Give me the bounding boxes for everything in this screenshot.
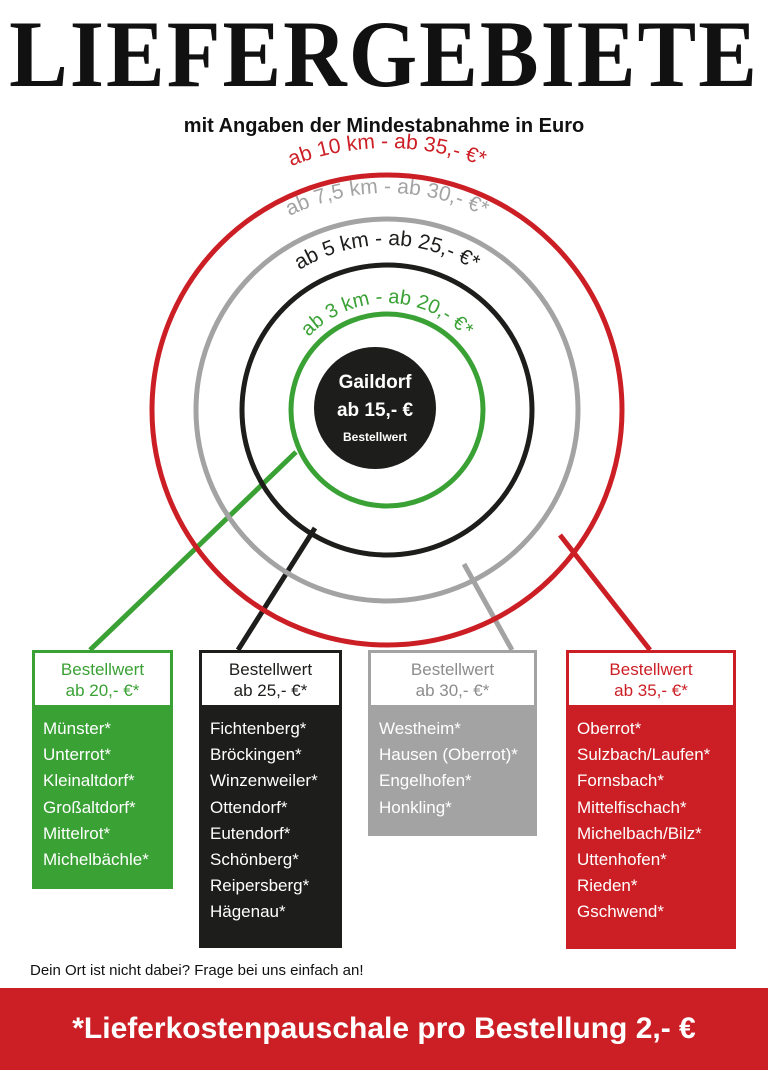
center-disc (314, 347, 436, 469)
list-item: Hausen (Oberrot)* (379, 745, 518, 765)
zone-head-line2: ab 20,- €* (65, 681, 140, 700)
list-item: Fichtenberg* (210, 719, 307, 738)
zone-head-line2: ab 35,- €* (614, 681, 688, 700)
zone-place-list: Oberrot* Sulzbach/Laufen* Fornsbach* Mit… (566, 708, 736, 949)
ring-10km (149, 172, 625, 648)
list-item: Hägenau* (210, 902, 286, 922)
ring-3km (288, 311, 486, 509)
list-item: Ottendorf* (210, 797, 288, 817)
list-item: Winzenweiler* (210, 771, 318, 791)
zone-head-line1: Bestellwert (228, 660, 313, 679)
zone-head-line1: Bestellwert (609, 660, 693, 679)
list-item: Mittelfischach* (577, 797, 687, 817)
zone-head-line1: Bestellwert (60, 660, 145, 679)
list-item: Großaltdorf* (43, 797, 136, 817)
connector-black (235, 526, 318, 652)
list-item: Michelbächle* (43, 849, 149, 869)
zone-head: Bestellwert ab 35,- €* (566, 650, 736, 708)
zone-head-line2: ab 30,- €* (415, 681, 490, 700)
list-item: Bröckingen* (210, 745, 302, 765)
ring-5km (239, 262, 535, 558)
list-item: Michelbach/Bilz* (577, 823, 702, 843)
ring-7-5km (193, 216, 581, 604)
list-item: Unterrot* (43, 745, 112, 765)
zone-place-list: Münster* Unterrot* Kleinaltdorf* Großalt… (32, 708, 173, 889)
zone-head-line2: ab 25,- €* (233, 681, 308, 700)
list-item: Mittelrot* (43, 823, 111, 843)
list-item: Reipersberg* (210, 876, 310, 896)
center-label: Bestellwert (343, 430, 407, 444)
center-price: ab 15,- € (337, 400, 413, 421)
list-item: Westheim* (379, 719, 461, 738)
list-item: Sulzbach/Laufen* (577, 745, 711, 765)
list-item: Honkling* (379, 797, 452, 817)
zone-head-line1: Bestellwert (410, 660, 495, 679)
zone-place-list: Fichtenberg* Bröckingen* Winzenweiler* O… (199, 708, 342, 948)
page-title: LIEFERGEBIETE (9, 3, 759, 108)
connector-gray (461, 562, 515, 652)
list-item: Uttenhofen* (577, 849, 667, 869)
zone-head: Bestellwert ab 20,- €* (32, 650, 173, 708)
list-item: Eutendorf* (210, 823, 291, 843)
list-item: Schönberg* (210, 849, 299, 869)
list-item: Münster* (43, 719, 112, 738)
list-item: Engelhofen* (379, 771, 472, 791)
page-subtitle: mit Angaben der Mindestabnahme in Euro (183, 115, 585, 137)
note-text: Dein Ort ist nicht dabei? Frage bei uns … (30, 962, 364, 979)
list-item: Fornsbach* (577, 771, 664, 791)
center-name: Gaildorf (339, 372, 413, 393)
zone-head: Bestellwert ab 30,- €* (368, 650, 537, 708)
list-item: Gschwend* (577, 902, 664, 922)
list-item: Rieden* (577, 876, 638, 896)
list-item: Oberrot* (577, 719, 642, 738)
footer-banner: *Lieferkostenpauschale pro Bestellung 2,… (0, 988, 768, 1070)
zone-place-list: Westheim* Hausen (Oberrot)* Engelhofen* … (368, 708, 537, 836)
zone-head: Bestellwert ab 25,- €* (199, 650, 342, 708)
list-item: Kleinaltdorf* (43, 771, 135, 791)
ring-label-7-5km: ab 7,5 km - ab 30,- €* (282, 175, 492, 221)
ring-label-10km: ab 10 km - ab 35,- €* (285, 130, 489, 171)
connector-green (88, 450, 298, 652)
